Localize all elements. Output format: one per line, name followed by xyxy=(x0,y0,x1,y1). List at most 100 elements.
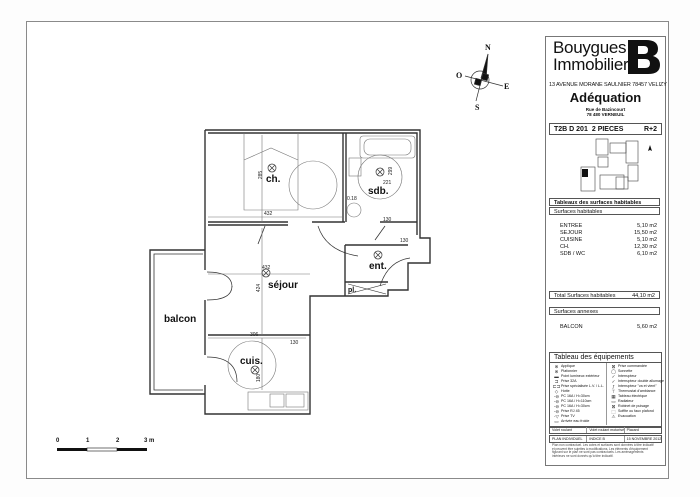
surface-label: SEJOUR xyxy=(560,230,583,236)
footer-cell: Volet roulant xyxy=(550,427,588,433)
equipment-label: Tableau électrique xyxy=(618,394,648,398)
surface-label: ENTREE xyxy=(560,223,583,229)
equipment-item: -⊖Prise RJ 45 xyxy=(552,409,604,414)
equipment-item: -▽Prise TV xyxy=(552,414,604,419)
socket-icon: -⊖ xyxy=(553,404,560,409)
surface-value: 5,10 m2 xyxy=(637,223,657,229)
equipment-item: ✓Interrupteur xyxy=(609,374,664,379)
doorbell-icon: ◯ xyxy=(610,369,617,374)
plafonnier-icon: ⊗ xyxy=(554,369,559,374)
equipment-table-title: Tableau des équipements xyxy=(550,353,661,363)
plan-date: 15 NOVEMBRE 2012 xyxy=(626,437,661,441)
surface-row: CH.12,30 m2 xyxy=(560,244,657,250)
floor-plan xyxy=(57,53,504,452)
surface-value: 6,10 m2 xyxy=(637,251,657,257)
surface-value: 15,50 m2 xyxy=(634,230,657,236)
equipment-item: ⊠Prise commandée xyxy=(609,364,664,369)
footer-cell: Placard xyxy=(626,428,639,432)
room-label-entree: ent. xyxy=(369,261,387,272)
dim-sdb-width: 221 xyxy=(383,180,392,186)
dim-ch-width: 432 xyxy=(264,211,273,217)
equipment-item: ◇Hotte xyxy=(552,389,604,394)
surfaces-table-title: Tableaux des surfaces habitables xyxy=(549,198,660,206)
surface-row: ENTREE 5,10 m2 xyxy=(560,223,657,229)
equipment-label: Thermostat d'ambiance xyxy=(618,389,656,393)
room-label-balcon: balcon xyxy=(164,314,197,325)
soffit-icon: ⬚ xyxy=(611,409,616,414)
street-line-2: 78 480 VERNEUIL xyxy=(586,112,625,117)
lot-highlight xyxy=(582,169,588,177)
title-block: Bouygues Immobilier 13 AVENUE MORANE SAU… xyxy=(545,36,667,466)
equipment-left-column: ⊗Applique ⊗Plafonnier ▬Point lumineux ex… xyxy=(550,363,606,425)
tap-icon: ⊠ xyxy=(611,404,616,409)
plan-label: PLAN INDIVIDUEL xyxy=(550,436,588,442)
equipment-item: ▦Tableau électrique xyxy=(609,394,664,399)
equipment-label: Prise spécialisée L.V. / L.L. xyxy=(561,384,605,388)
surfaces-subtitle: Surfaces habitables xyxy=(549,207,660,215)
equipment-item: ⊏⊐Prise spécialisée L.V. / L.L. xyxy=(552,384,604,389)
equipment-label: PC 16A / H=110cm xyxy=(561,399,592,403)
equipment-item: ⊗Plafonnier xyxy=(552,369,604,374)
equipment-right-column: ⊠Prise commandée ◯Sonnette ✓Interrupteur… xyxy=(606,363,666,425)
surface-label: CH. xyxy=(560,244,570,250)
switch-icon: ✓ xyxy=(611,374,616,379)
hood-icon: ◇ xyxy=(554,389,559,394)
surface-label: CUISINE xyxy=(560,237,583,243)
scale-label-1: 1 xyxy=(86,438,90,444)
equipment-label: Evacuation xyxy=(618,414,636,418)
room-label-sdb: sdb. xyxy=(368,186,389,197)
compass-rose-icon xyxy=(464,53,504,102)
room-label-placard: pl. xyxy=(348,287,357,294)
tv-socket-icon: -▽ xyxy=(554,414,559,419)
program-name: Adéquation xyxy=(569,90,642,105)
radiator-icon: ▭ xyxy=(611,399,616,404)
dim-sdb-height: 299 xyxy=(388,166,395,176)
equipment-footer-row: Volet roulant Volet roulant motorisé Pla… xyxy=(549,426,662,434)
lot-info-row: T2B D 201 2 PIECES R+2 xyxy=(549,123,662,135)
surface-row: SEJOUR 15,50 m2 xyxy=(560,230,657,236)
outdoor-light-icon: ▬ xyxy=(554,374,559,379)
dim-cuisine-width: 306 xyxy=(250,332,259,338)
equipment-label: Interrupteur xyxy=(618,374,637,378)
annex-label: BALCON xyxy=(560,324,583,330)
equipment-label: Prise commandée xyxy=(618,364,647,368)
water-inlet-icon: ▭ xyxy=(554,419,559,424)
equipment-item: -⊖PC 16A / H=30cm xyxy=(552,404,604,409)
equipment-label: Applique xyxy=(561,364,575,368)
equipment-label: Sonnette xyxy=(618,369,633,373)
total-surfaces-row: Total Surfaces habitables 44,10 m2 xyxy=(549,291,660,299)
room-label-chambre: ch. xyxy=(266,174,281,185)
dim-door-entry: 130 xyxy=(400,238,409,244)
legal-notes: Plan non contractuel. Les cotes et surfa… xyxy=(552,443,654,458)
floor-level: R+2 xyxy=(643,125,657,133)
applique-icon: ⊗ xyxy=(554,364,559,369)
compass-south: S xyxy=(475,103,480,112)
equipment-label: PC 16A / H=30cm xyxy=(561,394,590,398)
equipment-item: ▭Radiateur xyxy=(609,399,664,404)
rj45-icon: -⊖ xyxy=(553,409,560,414)
equipment-item: ⊐Prise 32A xyxy=(552,379,604,384)
equipment-item: ⊤Thermostat d'ambiance xyxy=(609,389,664,394)
company-logo-text: Bouygues Immobilier xyxy=(553,39,629,73)
equipment-label: Point lumineux extérieur xyxy=(561,374,600,378)
compass-west: O xyxy=(456,71,463,80)
equipment-item: ⊠Robinet de puisage xyxy=(609,404,664,409)
drain-icon: ⚠ xyxy=(611,414,616,419)
scale-label-0: 0 xyxy=(56,438,60,444)
equipment-label: Arrivée eau froide xyxy=(561,419,590,423)
annex-surfaces-title: Surfaces annexes xyxy=(549,307,660,315)
scale-label-3: 3 m xyxy=(144,438,155,444)
thermostat-icon: ⊤ xyxy=(611,389,616,394)
equipment-label: Prise RJ 45 xyxy=(561,409,580,413)
electrical-panel-icon: ▦ xyxy=(611,394,616,399)
equipment-label: Robinet de puisage xyxy=(618,404,649,408)
total-label: Total Surfaces habitables xyxy=(554,293,616,299)
socket-icon: -⊖ xyxy=(553,394,560,399)
street-line-1: Rue de Bazincourt xyxy=(585,107,626,112)
compass-east: E xyxy=(504,82,510,91)
plan-index: INDICE B xyxy=(587,436,625,442)
